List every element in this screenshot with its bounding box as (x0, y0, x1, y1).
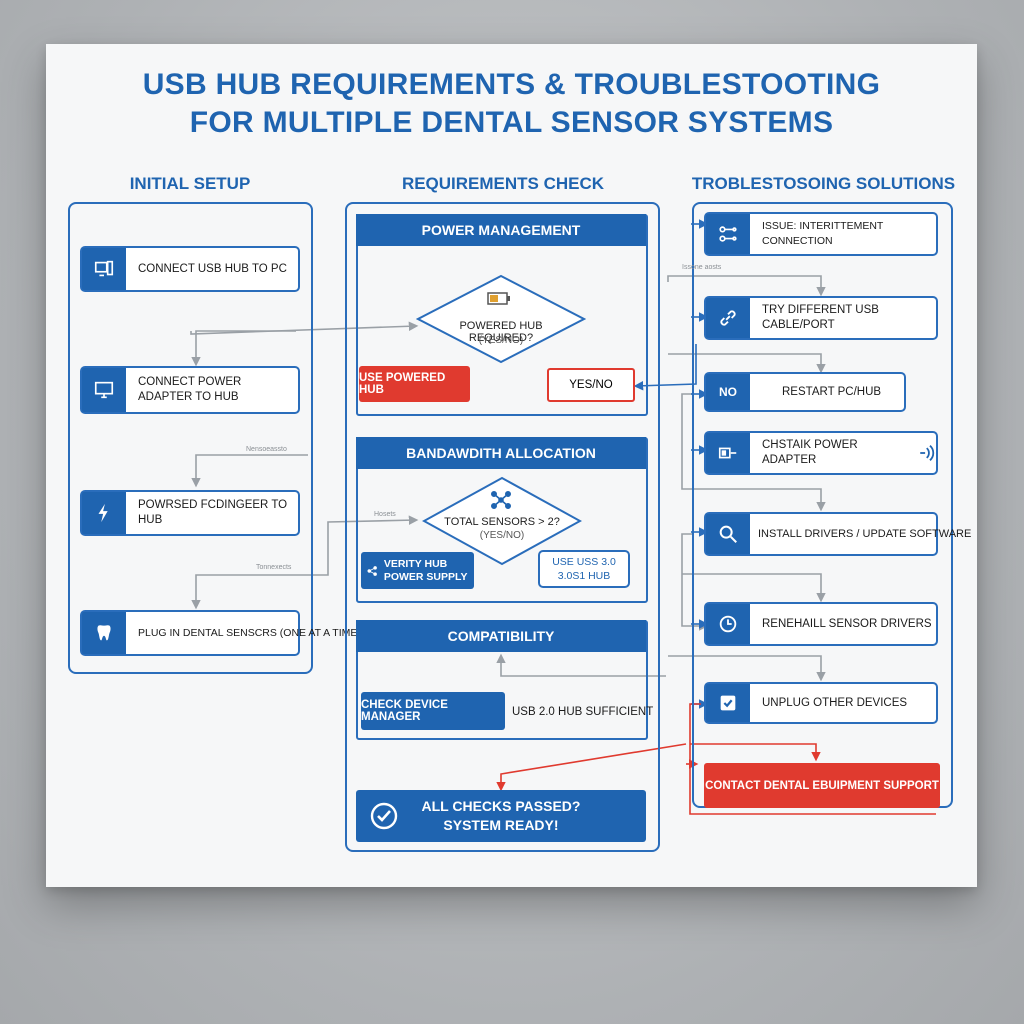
reinstall-sensor-drivers[interactable]: RENEHAILL SENSOR DRIVERS (704, 602, 938, 646)
adapter-icon (706, 433, 750, 473)
checkmark-circle-icon (370, 802, 398, 830)
connector-to-bandwidth (308, 515, 419, 576)
contact-support-button[interactable]: CONTACT DENTAL EBUIPMENT SUPPORT (704, 763, 940, 808)
setup-step-power-adapter[interactable]: CONNECT POWER ADAPTER TO HUB (80, 366, 300, 414)
verify-hub-power-button[interactable]: VERITY HUB POWER SUPPLY (361, 552, 474, 589)
power-management-header: POWER MANAGEMENT (356, 214, 646, 246)
column-header-initial-setup: INITIAL SETUP (129, 174, 251, 193)
final-status-line-2: SYSTEM READY! (443, 817, 559, 833)
monitor-icon (82, 368, 126, 412)
bandwidth-header: BANDAWDITH ALLOCATION (356, 437, 646, 469)
troubleshoot-label: INSTALL DRIVERS / UPDATE SOFTWARE (758, 527, 972, 540)
connector-lines (190, 219, 936, 815)
bandwidth-decision-diamond (422, 476, 582, 566)
all-checks-passed-banner[interactable]: ALL CHECKS PASSED? SYSTEM READY! (356, 790, 646, 842)
clock-icon (706, 604, 750, 644)
connector-to-plug (191, 574, 308, 610)
lightning-icon (82, 492, 126, 534)
connector-to-unplug (668, 655, 826, 682)
compatibility-header: COMPATIBILITY (356, 620, 646, 652)
usb2-sufficient-text: USB 2.0 HUB SUFFICIENT (512, 706, 654, 718)
connector-to-powered (191, 454, 308, 488)
setup-step-label: CONNECT USB HUB TO PC (138, 262, 287, 275)
computer-icon (82, 248, 126, 290)
setup-step-powered[interactable]: POWRSED FCDINGEER TO HUB (80, 490, 300, 536)
setup-step-label: POWRSED FCDINGEER TO HUB (138, 499, 288, 526)
initial-setup-panel (68, 202, 313, 674)
connector-note: Tonnexects (256, 564, 292, 571)
use-usb3-hub-option[interactable]: USE USS 3.0 3.0S1 HUB (538, 550, 630, 588)
title-line-2: FOR MULTIPLE DENTAL SENSOR SYSTEMS (189, 106, 834, 139)
connector-note: Nensoeassto (246, 446, 287, 453)
search-icon (706, 514, 750, 554)
link-icon (706, 298, 750, 338)
connector-to-reinstall (681, 533, 709, 631)
troubleshoot-label: UNPLUG OTHER DEVICES (762, 696, 908, 709)
battery-icon (487, 292, 510, 305)
restart-pc-hub[interactable]: NO RESTART PC/HUB (704, 372, 906, 412)
final-status-text: ALL CHECKS PASSED? SYSTEM READY! (422, 797, 581, 835)
connector-drivers-down (682, 573, 826, 603)
connector-to-drivers (681, 393, 826, 512)
connector-to-power-adapter (191, 330, 296, 367)
title-line-1: USB HUB REQUIREMENTS & TROUBLESTOOTING (142, 68, 881, 101)
poster: USB HUB REQUIREMENTS & TROUBLESTOOTING F… (46, 44, 977, 887)
checkbox-icon (706, 684, 750, 722)
yes-no-button[interactable]: YES/NO (547, 368, 635, 402)
bandwidth-note: Hosets (374, 511, 396, 518)
network-icon (706, 214, 750, 254)
verify-hub-power-label: VERITY HUB POWER SUPPLY (383, 557, 468, 583)
troubleshoot-label: ISSUE: INTERITTEMENT CONNECTION (762, 220, 884, 247)
bandwidth-options-hint: (YES/NO) (479, 530, 525, 541)
use-powered-hub-button[interactable]: USE POWERED HUB (359, 366, 470, 402)
share-icon (490, 490, 512, 510)
no-tag: NO (706, 374, 750, 410)
connector-to-compat (496, 653, 666, 677)
final-status-line-1: ALL CHECKS PASSED? (421, 798, 581, 814)
connector-issue-to-cable (667, 275, 826, 297)
share-icon (367, 565, 377, 576)
tooth-icon (82, 612, 126, 654)
power-options-hint: (YES/NO) (478, 335, 524, 346)
power-decision-diamond (416, 274, 586, 364)
troubleshoot-label: CHSTAIK POWER ADAPTER (762, 439, 858, 466)
column-header-troubleshooting: TROBLESTOSOING SOLUTIONS (691, 174, 956, 193)
requirements-panel (345, 202, 660, 852)
connector-setup-to-power (190, 321, 419, 335)
install-drivers[interactable]: INSTALL DRIVERS / UPDATE SOFTWARE (704, 512, 971, 556)
connector-red-bottom (689, 703, 936, 815)
issue-intermittent-connection[interactable]: ISSUE: INTERITTEMENT CONNECTION (704, 212, 938, 256)
power-question: POWERED HUB REQUIRED? (459, 320, 543, 344)
troubleshoot-label: TRY DIFFERENT USB CABLE/PORT (762, 304, 879, 331)
setup-step-plug-sensors[interactable]: PLUG IN DENTAL SENSCRS (ONE AT A TIME) (80, 610, 361, 656)
unplug-other-devices[interactable]: UNPLUG OTHER DEVICES (704, 682, 938, 724)
troubleshoot-label: RESTART PC/HUB (782, 385, 882, 398)
connector-to-restart (668, 353, 826, 374)
setup-step-connect-hub[interactable]: CONNECT USB HUB TO PC (80, 246, 300, 292)
troubleshoot-label: RENEHAILL SENSOR DRIVERS (762, 617, 932, 630)
column-header-requirements: REQUIREMENTS CHECK (401, 174, 605, 193)
setup-step-label: CONNECT POWER ADAPTER TO HUB (138, 376, 242, 403)
try-different-cable[interactable]: TRY DIFFERENT USB CABLE/PORT (704, 296, 938, 340)
check-power-adapter[interactable]: CHSTAIK POWER ADAPTER (704, 431, 938, 475)
check-device-manager-button[interactable]: CHECK DEVICE MANAGER (361, 692, 505, 730)
troubleshooting-note: Issone aosts (682, 264, 722, 271)
bandwidth-question: TOTAL SENSORS > 2? (444, 516, 560, 528)
setup-step-label: PLUG IN DENTAL SENSCRS (ONE AT A TIME) (138, 626, 361, 639)
signal-icon (919, 445, 934, 461)
